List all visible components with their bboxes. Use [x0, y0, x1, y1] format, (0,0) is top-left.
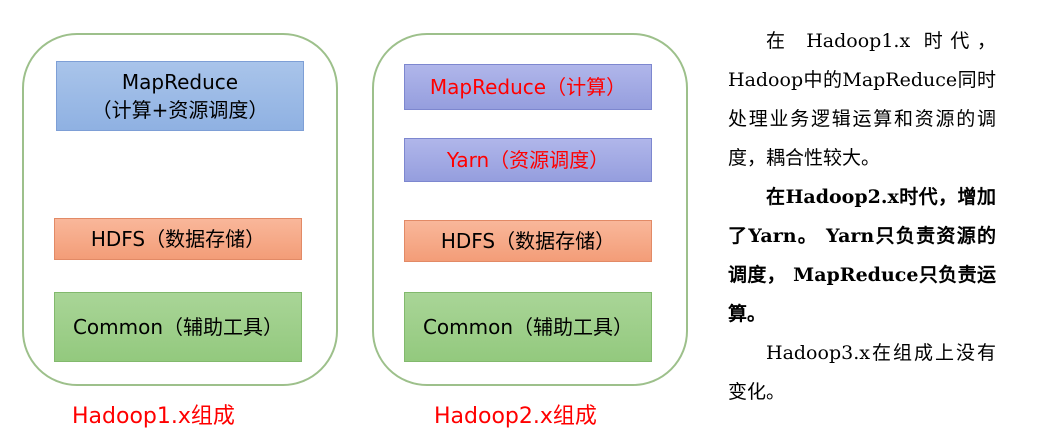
hadoop2-panel: MapReduce（计算） Yarn（资源调度） HDFS（数据存储） Comm…: [372, 33, 688, 386]
hadoop2-hdfs-box: HDFS（数据存储）: [404, 220, 652, 262]
hadoop2-mapreduce-box: MapReduce（计算）: [404, 64, 652, 110]
hadoop1-mapreduce-subtitle: （计算+资源调度）: [91, 98, 269, 122]
hadoop1-panel: MapReduce （计算+资源调度） HDFS（数据存储） Common（辅助…: [22, 33, 338, 386]
hadoop1-mapreduce-title: MapReduce: [121, 70, 239, 94]
hadoop1-caption: Hadoop1.x组成: [72, 404, 235, 429]
hadoop1-common-box: Common（辅助工具）: [54, 292, 302, 362]
hadoop1-hdfs-box: HDFS（数据存储）: [54, 218, 302, 260]
description-text: 在 Hadoop1.x 时代， Hadoop中的MapReduce同时处理业务逻…: [728, 22, 996, 412]
description-para-2: 在Hadoop2.x时代，增加了Yarn。 Yarn只负责资源的调度， MapR…: [728, 186, 996, 325]
hadoop2-caption: Hadoop2.x组成: [434, 404, 597, 429]
hadoop2-yarn-box: Yarn（资源调度）: [404, 138, 652, 182]
description-para-1: 在 Hadoop1.x 时代， Hadoop中的MapReduce同时处理业务逻…: [728, 30, 996, 169]
hadoop1-mapreduce-box: MapReduce （计算+资源调度）: [56, 61, 304, 131]
hadoop2-common-box: Common（辅助工具）: [404, 292, 652, 362]
description-para-3: Hadoop3.x在组成上没有变化。: [728, 342, 996, 403]
